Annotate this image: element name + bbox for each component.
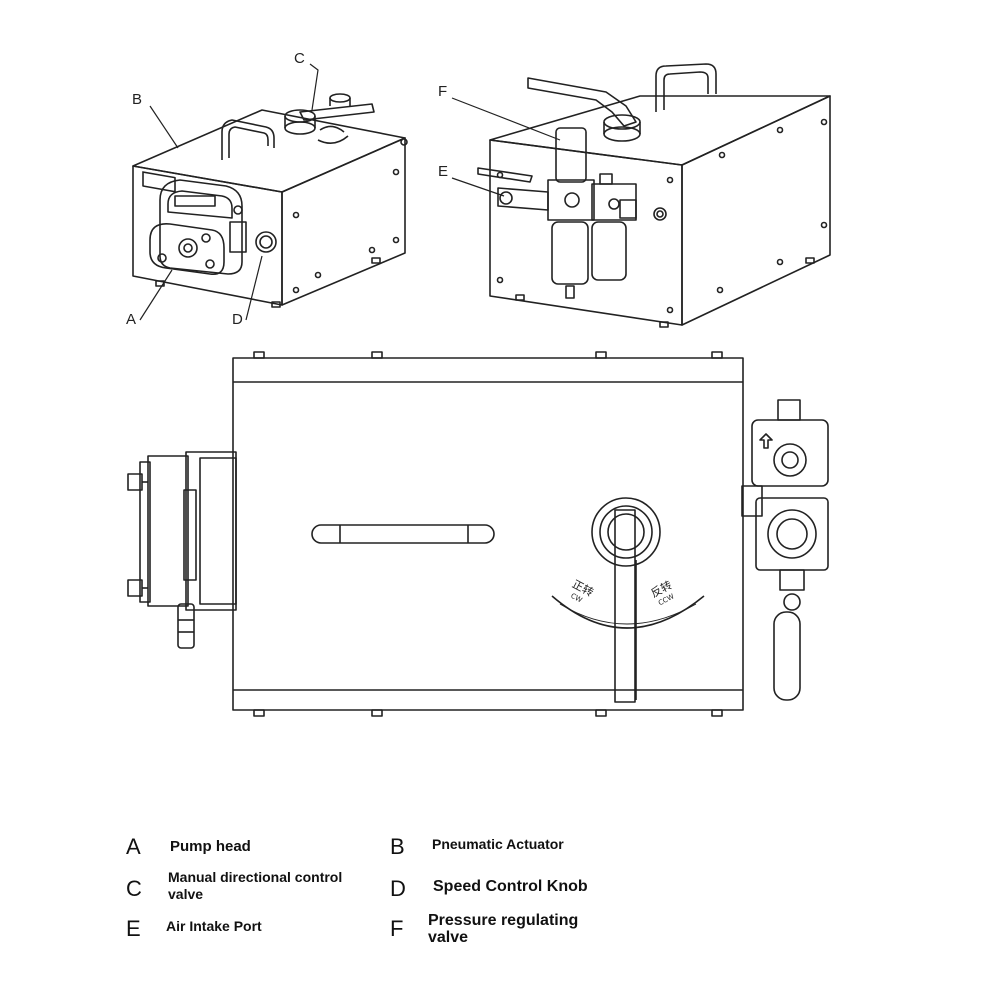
rear-top-face bbox=[489, 95, 831, 166]
pump-technical-drawing: A B C D E F 正转 CW 反转 CCW bbox=[126, 50, 831, 717]
callout-c: C bbox=[294, 50, 305, 67]
front-isometric-view bbox=[132, 63, 408, 321]
legend-letter-c: C bbox=[126, 876, 142, 901]
legend-text-a: Pump head bbox=[170, 838, 251, 855]
pump-head bbox=[149, 179, 247, 276]
speed-control-knob bbox=[255, 231, 277, 253]
plan-pump-head bbox=[127, 451, 237, 649]
rear-lever bbox=[527, 77, 637, 127]
housing bbox=[232, 357, 744, 711]
side-face bbox=[281, 137, 406, 306]
callout-e: E bbox=[438, 163, 448, 180]
legend-text-b: Pneumatic Actuator bbox=[432, 836, 564, 852]
directional-valve bbox=[284, 93, 375, 144]
legend: A Pump head B Pneumatic Actuator C Manua… bbox=[0, 820, 1000, 990]
top-handle bbox=[221, 119, 275, 160]
legend-letter-f: F bbox=[390, 916, 404, 941]
callout-b: B bbox=[132, 91, 142, 108]
top-face bbox=[132, 109, 406, 193]
legend-text-d: Speed Control Knob bbox=[433, 878, 588, 895]
legend-text-e: Air Intake Port bbox=[166, 918, 262, 934]
legend-text-c: Manual directional control valve bbox=[168, 869, 343, 902]
callout-a: A bbox=[126, 311, 136, 328]
legend-letter-e: E bbox=[126, 916, 141, 941]
plan-frl-unit bbox=[741, 399, 829, 701]
rear-isometric-view bbox=[451, 63, 831, 328]
valve-lever bbox=[614, 509, 636, 703]
callout-d: D bbox=[232, 311, 243, 328]
legend-letter-a: A bbox=[126, 834, 141, 859]
legend-letter-d: D bbox=[390, 876, 406, 901]
callout-f: F bbox=[438, 83, 447, 100]
top-handle-slot bbox=[311, 524, 495, 544]
top-plan-view bbox=[127, 351, 829, 717]
filter-regulator-unit bbox=[477, 127, 637, 299]
legend-text-f: Pressure regulating valve bbox=[428, 912, 579, 946]
legend-letter-b: B bbox=[390, 834, 405, 859]
rear-right-face bbox=[681, 95, 831, 326]
